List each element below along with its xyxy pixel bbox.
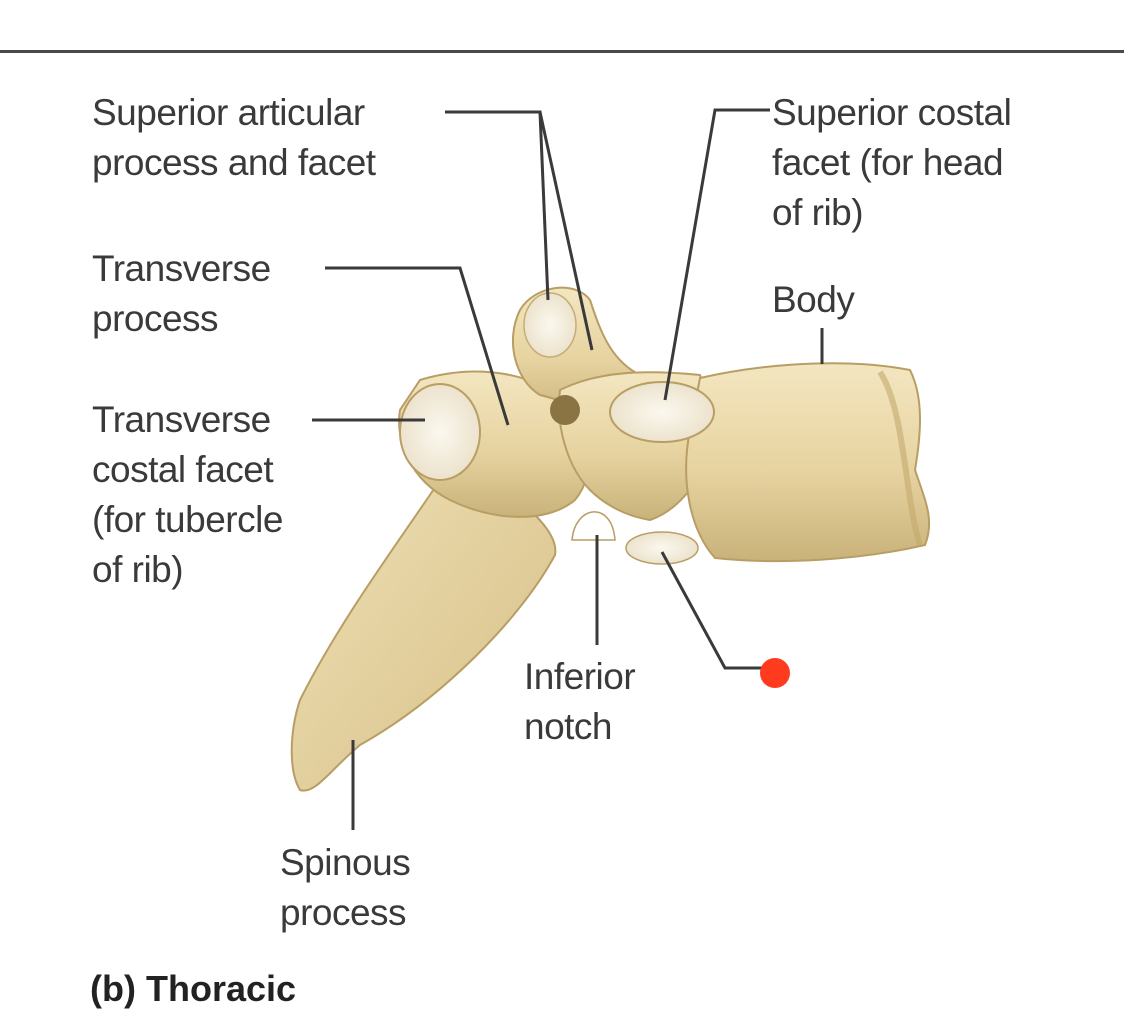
label-transverse-process: Transverse process [92,244,271,344]
leader-superior-costal [663,108,770,401]
leader-superior-articular-2 [538,111,594,351]
transverse-costal-facet-shape [399,383,481,481]
label-superior-costal-facet: Superior costal facet (for head of rib) [772,88,1012,238]
label-superior-articular-process: Superior articular process and facet [92,88,376,188]
label-line: process and facet [92,142,376,183]
foramen-shadow [550,395,580,425]
top-rule [0,50,1124,53]
label-line: Transverse [92,248,271,289]
label-line: Inferior [524,656,636,697]
label-line: process [280,892,407,933]
label-line: notch [524,706,613,747]
superior-costal-facet-shape [609,381,715,443]
label-inferior-notch: Inferior notch [524,652,636,752]
figure-caption: (b) Thoracic [90,968,297,1009]
label-line: Superior costal [772,92,1012,133]
label-transverse-costal-facet: Transverse costal facet (for tubercle of… [92,395,283,595]
inferior-costal-facet-shape [625,531,699,565]
label-line: costal facet [92,449,274,490]
label-line: of rib) [92,549,184,590]
label-line: process [92,298,219,339]
label-line: of rib) [772,192,864,233]
label-body: Body [772,275,855,325]
label-line: (for tubercle [92,499,283,540]
label-line: Superior articular [92,92,365,133]
label-line: Body [772,279,855,320]
spinous-process-shape [290,468,557,792]
red-marker [760,658,790,688]
label-line: facet (for head [772,142,1004,183]
leader-transverse-process [325,266,510,426]
vertebral-body-shape [685,362,931,563]
body-shading [877,370,923,546]
inferior-notch-shape [571,511,616,541]
label-line: Transverse [92,399,271,440]
label-line: Spinous [280,842,411,883]
superior-articular-facet-shape [523,292,577,358]
leader-inferior-costal [660,551,765,670]
label-spinous-process: Spinous process [280,838,411,938]
